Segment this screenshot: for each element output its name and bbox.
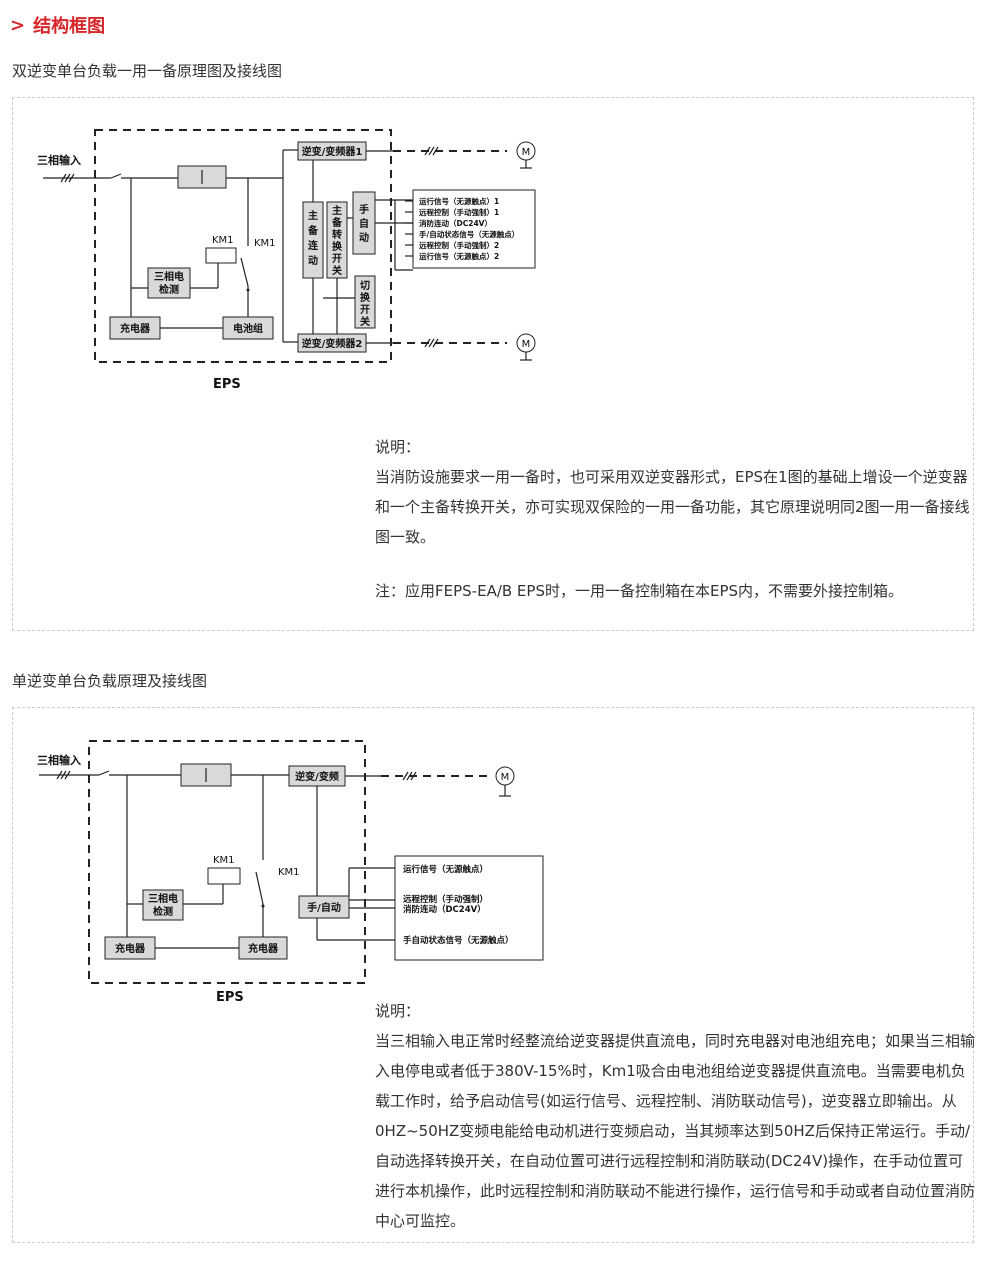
linkage-char: 备 <box>307 224 319 237</box>
detect-label-2: 检测 <box>153 905 173 918</box>
cut-switch-char: 关 <box>360 315 370 328</box>
three-phase-input-label: 三相输入 <box>37 153 81 167</box>
linkage-char: 主 <box>308 209 318 222</box>
signal-item: 消防连动（DC24V） <box>419 218 492 228</box>
manual-auto-char: 自 <box>359 217 369 230</box>
manual-auto-char: 动 <box>359 231 369 244</box>
section1-note: 说明： 当消防设施要求一用一备时，也可采用双逆变器形式，EPS在1图的基础上增设… <box>375 432 975 606</box>
section-header: > 结构框图 <box>10 12 105 38</box>
three-phase-input-label: 三相输入 <box>37 753 81 767</box>
transfer-char: 主 <box>332 204 342 217</box>
detect-label-2: 检测 <box>159 283 179 296</box>
triple-slash-icon <box>424 146 439 156</box>
km1-switch-icon <box>255 871 264 905</box>
section2-title: 单逆变单台负载原理及接线图 <box>12 672 208 690</box>
note-heading: 说明： <box>375 438 421 456</box>
cut-switch-char: 换 <box>360 291 371 304</box>
note-remark: 注：应用FEPS-EA/B EPS时，一用一备控制箱在本EPS内，不需要外接控制… <box>375 582 904 600</box>
three-phase-detect-block <box>147 267 191 299</box>
signal-item: 手自动状态信号（无源触点） <box>403 935 514 946</box>
inverter-label: 逆变/变频 <box>295 770 339 783</box>
motor-label: M <box>501 772 510 783</box>
km1-coil <box>205 247 237 264</box>
inverter2-label: 逆变/变频器2 <box>302 337 363 350</box>
charger-label: 充电器 <box>120 322 151 335</box>
charger-right-label: 充电器 <box>248 942 279 955</box>
km1-coil-label: KM1 <box>212 235 234 246</box>
manual-auto-label: 手/自动 <box>307 901 341 914</box>
cut-switch-char: 开 <box>360 304 370 316</box>
triple-slash-icon <box>56 770 71 780</box>
section1-title: 双逆变单台负载一用一备原理图及接线图 <box>12 62 283 80</box>
km1-switch-label: KM1 <box>254 238 276 249</box>
motor2-label: M <box>522 339 531 350</box>
motor2-icon: M <box>516 333 536 361</box>
note-heading: 说明： <box>375 1002 421 1020</box>
motor1-label: M <box>522 147 531 158</box>
km1-coil-label: KM1 <box>213 855 235 866</box>
motor-icon: M <box>495 766 515 797</box>
chevron-right-icon: > <box>10 14 26 36</box>
triple-slash-icon <box>424 338 439 348</box>
linkage-char: 连 <box>308 239 319 252</box>
eps-label: EPS <box>213 377 241 392</box>
charger-left-label: 充电器 <box>115 942 146 955</box>
triple-slash-icon <box>402 771 417 781</box>
single-inverter-diagram: EPS 三相输入 逆变/变频 M <box>37 740 544 1005</box>
input-switch-icon <box>110 173 122 179</box>
section1-panel: EPS 三相输入 三相电 检测 KM1 充电器 电池组 <box>12 97 974 631</box>
km1-coil <box>207 867 241 885</box>
transfer-char: 换 <box>332 240 343 253</box>
transfer-char: 开 <box>332 253 342 265</box>
inverter1-label: 逆变/变频器1 <box>302 145 363 158</box>
eps-frame <box>88 740 366 984</box>
signal-item: 运行信号（无源触点）2 <box>419 251 499 261</box>
signal-list: 运行信号（无源触点）1 远程控制（手动强制）1 消防连动（DC24V） 手/自动… <box>419 196 519 261</box>
input-switch-icon <box>98 770 110 776</box>
signal-box <box>394 855 544 961</box>
eps-label: EPS <box>216 990 244 1005</box>
battery-label: 电池组 <box>233 322 263 335</box>
transfer-char: 关 <box>332 264 342 277</box>
section2-note: 说明： 当三相输入电正常时经整流给逆变器提供直流电，同时充电器对电池组充电；如果… <box>375 996 975 1236</box>
triple-slash-icon <box>60 173 75 183</box>
signal-item: 远程控制（手动强制）1 <box>419 207 499 217</box>
cut-switch-block <box>354 275 376 329</box>
detect-label-1: 三相电 <box>154 270 184 283</box>
detect-label-1: 三相电 <box>148 892 178 905</box>
signal-list: 运行信号（无源触点） 远程控制（手动强制） 消防连动（DC24V） 手自动状态信… <box>403 864 514 946</box>
signal-item: 运行信号（无源触点） <box>403 864 488 875</box>
eps-frame <box>94 129 392 363</box>
linkage-char: 动 <box>308 254 318 267</box>
three-phase-detect-block <box>142 889 184 921</box>
km1-switch-label: KM1 <box>278 867 300 878</box>
transfer-char: 转 <box>332 228 342 241</box>
signal-item: 运行信号（无源触点）1 <box>419 196 499 206</box>
note-body: 当三相输入电正常时经整流给逆变器提供直流电，同时充电器对电池组充电；如果当三相输… <box>375 1032 976 1230</box>
dual-inverter-diagram: EPS 三相输入 三相电 检测 KM1 充电器 电池组 <box>37 129 536 392</box>
page-title: 结构框图 <box>33 16 106 37</box>
cut-switch-char: 切 <box>360 280 370 292</box>
signal-item: 手/自动状态信号（无源触点） <box>419 229 519 239</box>
manual-auto-char: 手 <box>359 203 369 216</box>
motor1-icon: M <box>516 141 536 169</box>
signal-item: 远程控制（手动强制） <box>403 894 488 905</box>
signal-item: 远程控制（手动强制）2 <box>419 240 499 250</box>
section2-panel: EPS 三相输入 逆变/变频 M <box>12 707 975 1243</box>
transfer-char: 备 <box>331 216 343 229</box>
manual-auto-block <box>298 895 350 919</box>
signal-box <box>412 189 536 269</box>
km1-switch-icon <box>240 257 249 287</box>
note-body: 当消防设施要求一用一备时，也可采用双逆变器形式，EPS在1图的基础上增设一个逆变… <box>375 468 970 546</box>
signal-item: 消防连动（DC24V） <box>403 904 486 915</box>
